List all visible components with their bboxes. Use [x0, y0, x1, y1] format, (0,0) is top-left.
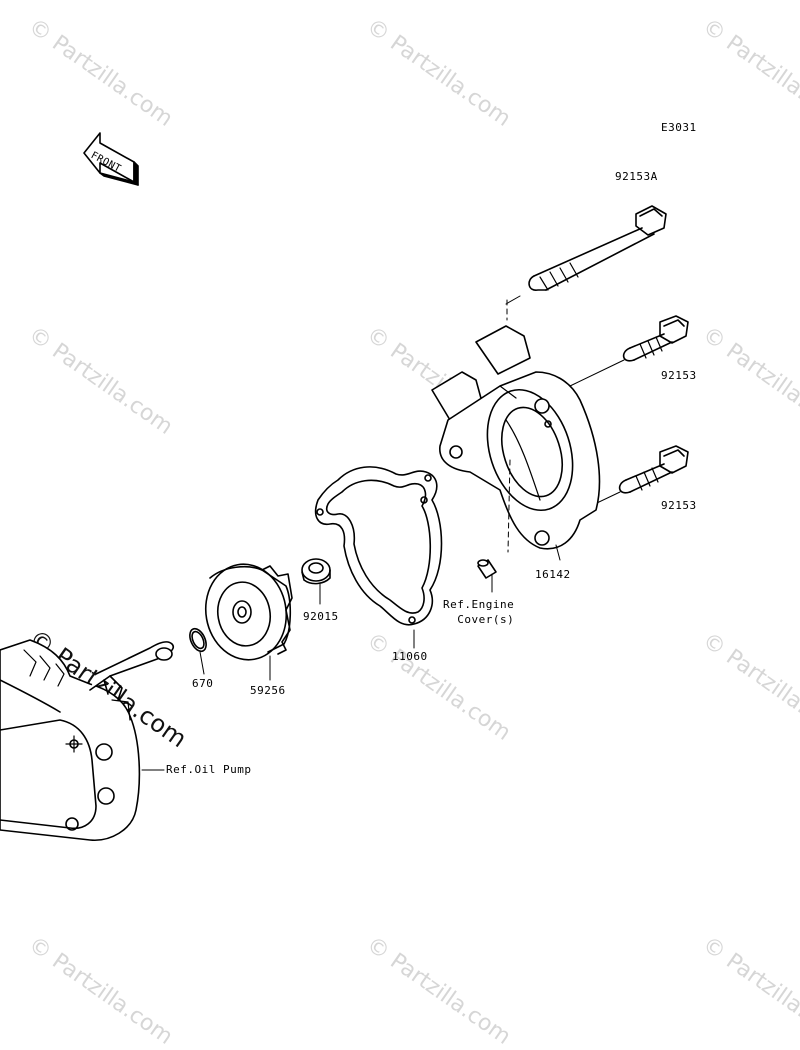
part-label-16142[interactable]: 16142 [535, 568, 571, 581]
part-label-92153a[interactable]: 92153A [615, 170, 658, 183]
washer-icon [301, 558, 331, 585]
ref-engine-cover-label: Ref.Engine Cover(s) [443, 598, 515, 626]
part-label-92015[interactable]: 92015 [303, 610, 339, 623]
pump-cover-housing-icon [431, 325, 601, 550]
o-ring-icon [189, 627, 207, 653]
part-label-11060[interactable]: 11060 [392, 650, 428, 663]
part-label-92153-low[interactable]: 92153 [661, 499, 697, 512]
part-label-59256[interactable]: 59256 [250, 684, 286, 697]
dowel-pin-icon [477, 559, 497, 579]
bolt-92153-low-icon [618, 445, 689, 494]
diagram-code: E3031 [661, 121, 697, 134]
gasket-icon [314, 466, 443, 626]
ref-oil-pump-label: Ref.Oil Pump [166, 763, 252, 776]
part-label-92153-mid[interactable]: 92153 [661, 369, 697, 382]
front-arrow-icon [83, 132, 139, 186]
impeller-icon [204, 563, 293, 661]
oil-pump-icon [0, 639, 175, 841]
part-label-670[interactable]: 670 [192, 677, 214, 690]
bolt-92153a-icon [528, 205, 667, 291]
bolt-92153-mid-icon [622, 315, 689, 362]
